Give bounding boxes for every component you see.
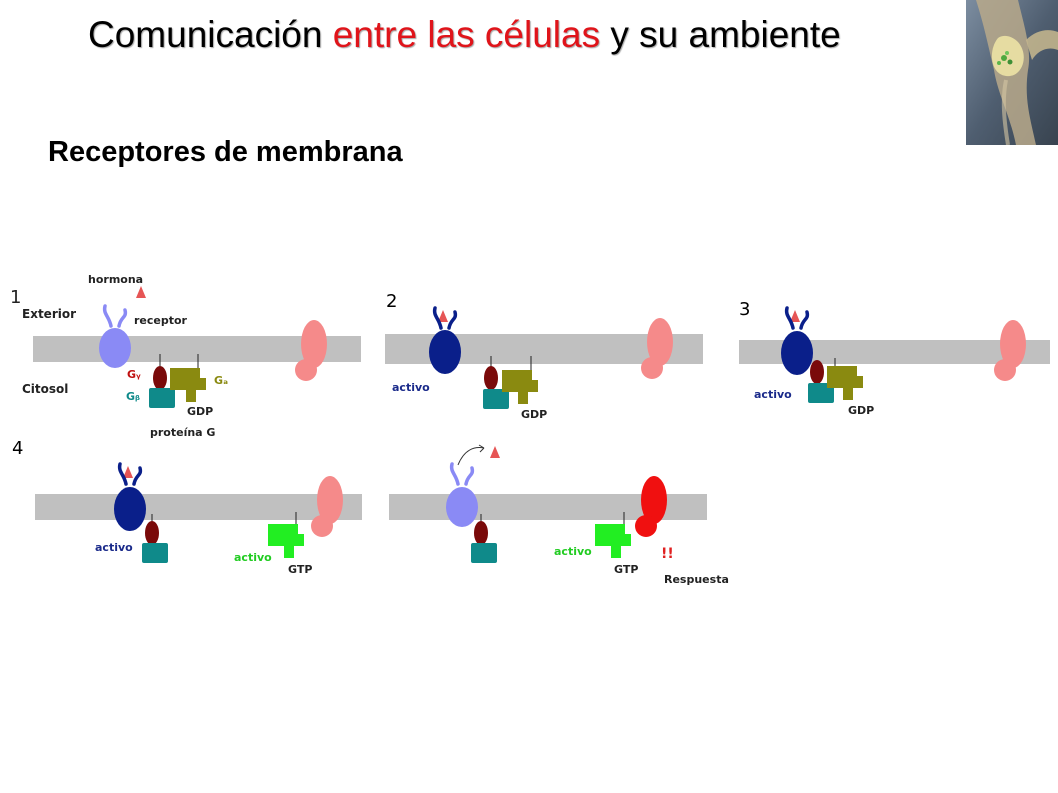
hormona-label: hormona <box>88 273 143 286</box>
activo-label-5: activo <box>554 545 592 558</box>
exterior-label: Exterior <box>22 307 76 321</box>
g-gamma-3 <box>810 360 824 384</box>
receptor-1 <box>99 328 131 368</box>
receptor-label: receptor <box>134 314 188 327</box>
title-part-3: y su ambiente <box>600 14 841 55</box>
g-protein-diagram: 1 Exterior Citosol hormona receptor Gᵧ G… <box>10 273 1050 586</box>
panel-2: 2 activo GDP <box>385 291 703 421</box>
activo-label-4: activo <box>95 541 133 554</box>
release-arrow <box>457 447 485 466</box>
g-gamma-label: Gᵧ <box>127 368 141 381</box>
receptor-5-stem <box>449 462 475 486</box>
receptor-4 <box>114 487 146 531</box>
panel-3: 3 activo GDP <box>739 299 1050 417</box>
citosol-label: Citosol <box>22 382 68 396</box>
g-alpha-active-5 <box>595 524 631 558</box>
g-alpha-active-4 <box>268 524 304 558</box>
gdp-label-1: GDP <box>187 405 213 418</box>
panel-1: 1 Exterior Citosol hormona receptor Gᵧ G… <box>10 273 361 439</box>
receptor-1-stem <box>102 304 128 328</box>
gtp-label-5: GTP <box>614 563 638 576</box>
g-gamma-1 <box>153 366 167 390</box>
respuesta-label: Respuesta <box>664 573 729 586</box>
hormone-icon <box>136 286 146 298</box>
panel-3-number: 3 <box>739 299 750 320</box>
gdp-label-3: GDP <box>848 404 874 417</box>
g-alpha-1 <box>170 368 206 402</box>
g-beta-5 <box>471 543 497 563</box>
panel-5: activo GTP !! Respuesta <box>389 444 729 586</box>
exclaim-label: !! <box>661 546 674 562</box>
receptor-2 <box>429 330 461 374</box>
panel-1-number: 1 <box>10 287 21 308</box>
panel-4-number: 4 <box>12 438 23 459</box>
g-beta-1 <box>149 388 175 408</box>
gdp-label-2: GDP <box>521 408 547 421</box>
receptor-5 <box>446 487 478 527</box>
panel-4: 4 activo activo GTP <box>12 438 362 576</box>
g-gamma-4 <box>145 521 159 545</box>
panel-2-number: 2 <box>386 291 397 312</box>
receptor-3 <box>781 331 813 375</box>
slide-title: Comunicación entre las células y su ambi… <box>88 14 841 56</box>
activo-label-4b: activo <box>234 551 272 564</box>
title-part-1: Comunicación <box>88 14 333 55</box>
g-beta-4 <box>142 543 168 563</box>
title-highlight: entre las células <box>332 14 601 55</box>
g-beta-2 <box>483 389 509 409</box>
gtp-label-4: GTP <box>288 563 312 576</box>
hormone-icon <box>490 446 500 458</box>
proteina-g-label: proteína G <box>150 426 215 439</box>
g-alpha-label: Gₐ <box>214 374 228 387</box>
section-heading: Receptores de membrana <box>48 136 403 168</box>
hormone-icon <box>790 310 800 322</box>
membrane-4 <box>35 494 362 520</box>
hormone-icon <box>123 466 133 478</box>
activo-label-3: activo <box>754 388 792 401</box>
activo-label-2: activo <box>392 381 430 394</box>
g-gamma-5 <box>474 521 488 545</box>
hormone-icon <box>438 310 448 322</box>
g-beta-label: Gᵦ <box>126 390 140 403</box>
g-gamma-2 <box>484 366 498 390</box>
neuron-image <box>966 0 1058 145</box>
